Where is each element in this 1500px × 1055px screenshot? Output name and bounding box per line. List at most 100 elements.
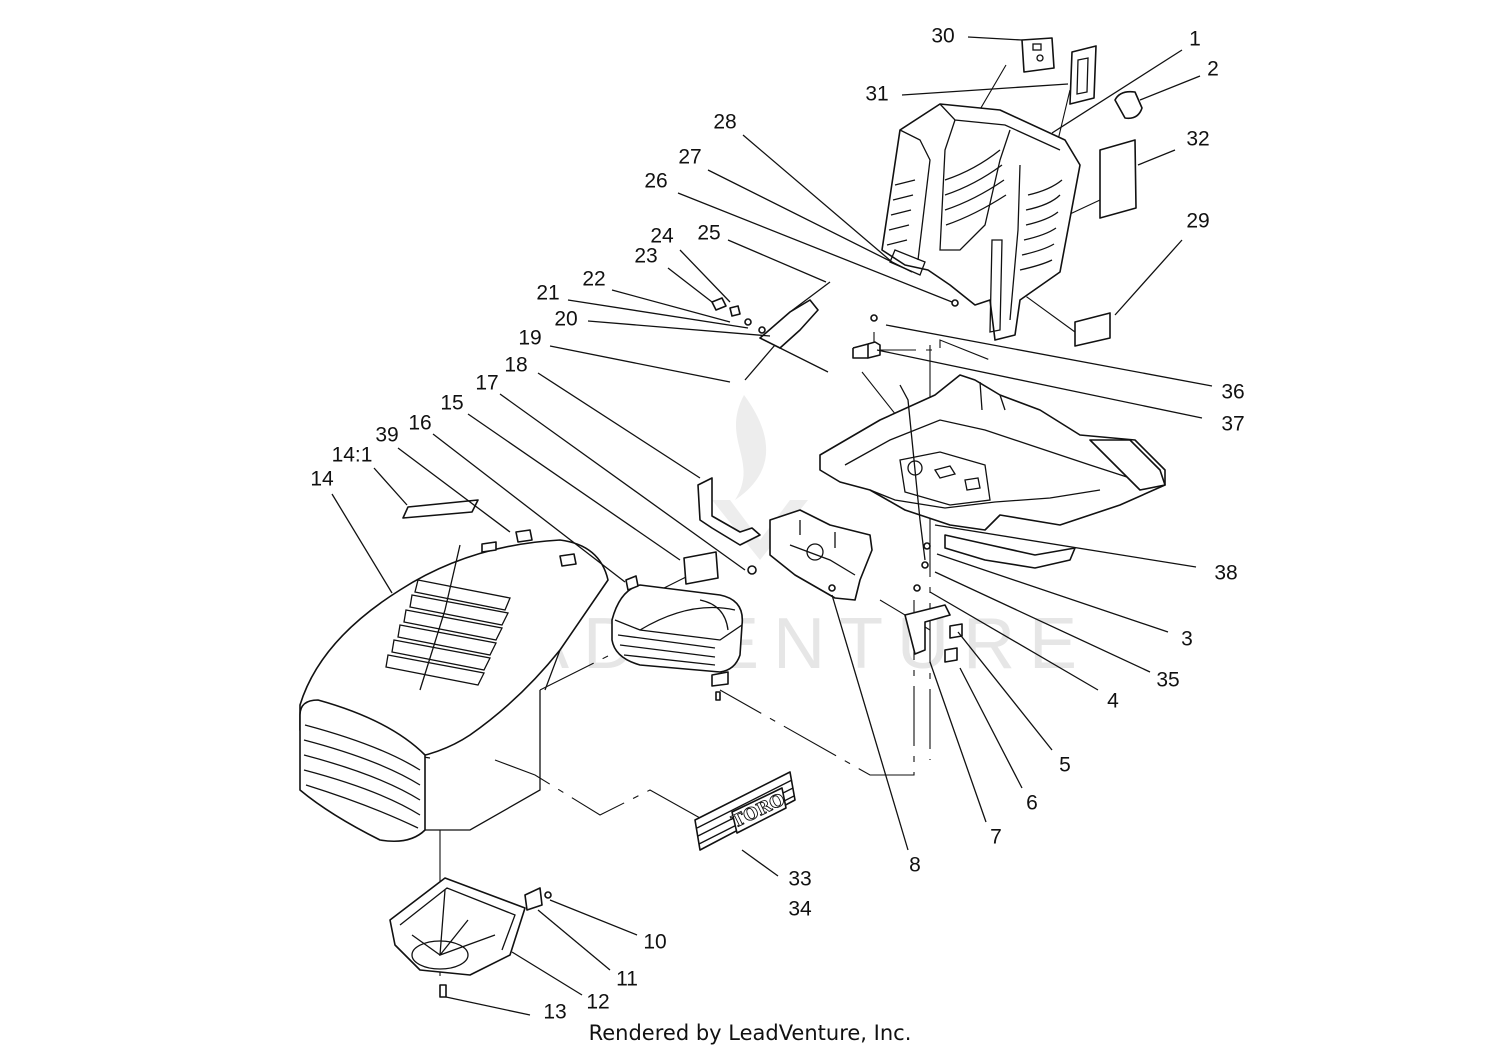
seat-pan	[881, 103, 1081, 341]
hood-decal: TORO	[694, 771, 796, 851]
knob-2	[1114, 90, 1143, 120]
grille-tray	[389, 877, 552, 998]
leader-line-33	[741, 849, 779, 877]
callout-29: 29	[1186, 210, 1209, 233]
callout-13: 13	[543, 1001, 566, 1024]
leader-line-5	[957, 631, 1053, 751]
leader-line-3	[936, 553, 1169, 633]
hood	[299, 499, 609, 843]
leader-line-17	[499, 393, 746, 571]
dash-tower	[769, 509, 873, 601]
leader-line-29	[1114, 239, 1183, 316]
callout-21: 21	[536, 282, 559, 305]
callout-10: 10	[643, 931, 666, 954]
leader-line-11	[537, 909, 611, 971]
callout-11: 11	[616, 968, 638, 991]
callout-15: 15	[440, 392, 463, 415]
callout-22: 22	[582, 268, 605, 291]
leader-line-6	[959, 667, 1023, 789]
leader-line-12	[511, 951, 583, 996]
callout-20: 20	[554, 308, 577, 331]
callout-35: 35	[1156, 669, 1179, 692]
callout-25: 25	[697, 222, 720, 245]
callout-18: 18	[504, 354, 527, 377]
callout-3: 3	[1181, 628, 1193, 651]
callout-19: 19	[518, 327, 541, 350]
leader-line-32	[1137, 149, 1176, 166]
small-hardware	[747, 542, 931, 592]
leader-line-22	[611, 289, 731, 323]
bracket-18	[697, 477, 761, 546]
leader-line-27	[707, 169, 913, 273]
callout-17: 17	[475, 372, 498, 395]
leader-line-23	[667, 267, 713, 303]
decal-29	[1074, 312, 1111, 347]
leader-line-10	[549, 899, 638, 936]
callout-8: 8	[909, 854, 921, 877]
watermark-flame-icon	[735, 395, 767, 500]
leader-line-37	[876, 349, 1203, 419]
callout-33: 33	[788, 868, 811, 891]
callout-2: 2	[1207, 58, 1219, 81]
callout-37: 37	[1221, 413, 1244, 436]
steering-column	[711, 281, 926, 561]
callout-23: 23	[634, 245, 657, 268]
leader-line-39	[397, 447, 511, 533]
callout-39: 39	[375, 424, 398, 447]
callout-14-1: 14:1	[332, 444, 373, 467]
callout-30: 30	[931, 25, 954, 48]
leader-line-14	[331, 493, 393, 594]
dash-panel	[611, 551, 744, 701]
callout-5: 5	[1059, 754, 1071, 777]
callout-26: 26	[644, 170, 667, 193]
leader-line-31	[901, 83, 1069, 96]
callout-14: 14	[310, 468, 334, 491]
callout-16: 16	[408, 412, 431, 435]
leader-line-26	[677, 192, 953, 303]
leader-line-4	[929, 591, 1099, 691]
callout-6: 6	[1026, 792, 1038, 815]
callout-32: 32	[1186, 128, 1209, 151]
decal-14-1	[402, 499, 479, 519]
callout-38: 38	[1214, 562, 1237, 585]
leader-line-24	[679, 249, 731, 303]
callout-7: 7	[990, 826, 1002, 849]
leader-line-7	[929, 661, 987, 823]
decal-32	[1099, 139, 1137, 219]
leader-line-38	[934, 524, 1197, 568]
leader-lines	[331, 36, 1213, 1016]
leader-line-8	[831, 594, 909, 851]
credit-text: Rendered by LeadVenture, Inc.	[589, 1021, 912, 1045]
leader-line-30	[967, 36, 1023, 41]
bracket-37	[852, 314, 881, 359]
leader-line-13	[445, 996, 531, 1016]
callout-12: 12	[586, 991, 609, 1014]
leader-line-2	[1139, 75, 1201, 101]
decal-31	[1069, 45, 1097, 105]
callout-4: 4	[1107, 690, 1119, 713]
leader-line-36	[885, 324, 1213, 387]
leader-line-1	[1051, 49, 1183, 134]
leader-line-25	[727, 239, 827, 283]
callout-27: 27	[678, 146, 701, 169]
callout-1: 1	[1189, 28, 1201, 51]
leader-line-19	[549, 345, 731, 383]
decal-39	[515, 529, 533, 543]
seat-hardware	[951, 37, 1143, 347]
callout-31: 31	[865, 83, 888, 106]
leader-line-18	[537, 372, 701, 479]
leader-line-21	[567, 299, 749, 329]
leader-line-35	[934, 571, 1151, 673]
leader-line-20	[587, 320, 771, 337]
callout-28: 28	[713, 111, 736, 134]
leader-line-15	[467, 413, 681, 561]
callout-34: 34	[788, 898, 812, 921]
foot-deck	[819, 374, 1166, 569]
leader-line-16	[432, 433, 626, 583]
leader-line-14-1	[373, 467, 408, 506]
callout-36: 36	[1221, 381, 1244, 404]
leader-line-28	[742, 134, 893, 263]
bracket-7	[904, 604, 963, 663]
